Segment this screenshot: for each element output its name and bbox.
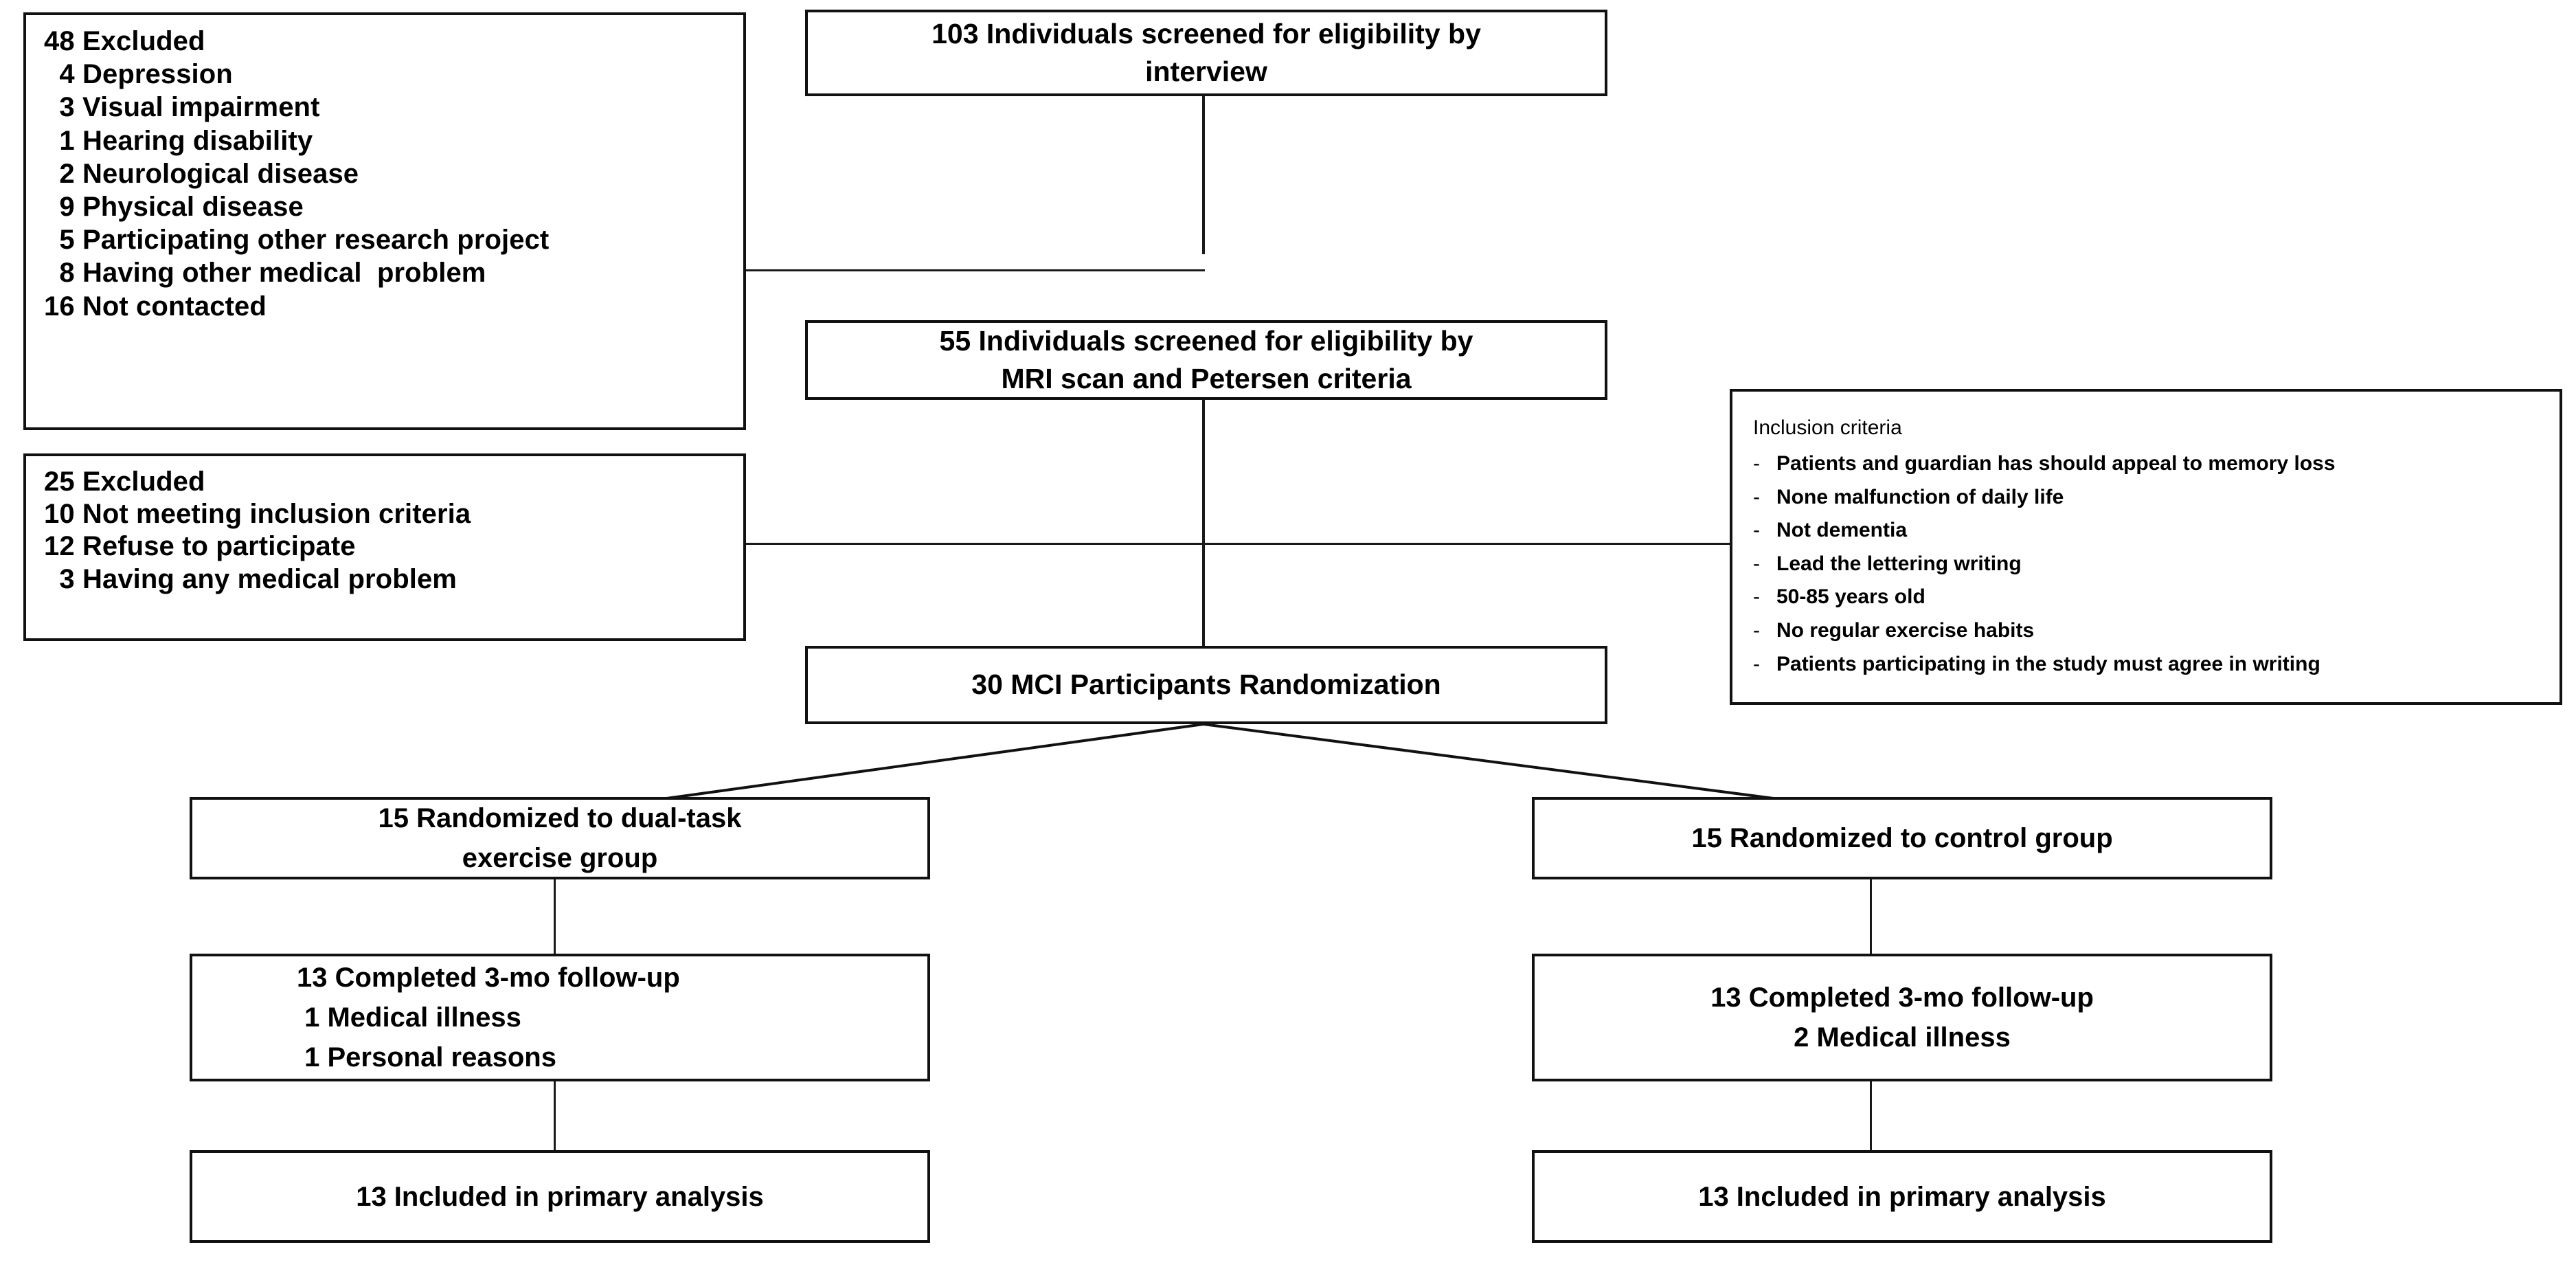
excluded-48-line-0: 48 Excluded xyxy=(44,26,205,56)
screened-mri-box: 55 Individuals screened for eligibility … xyxy=(805,320,1607,400)
connector-right-alloc-to-followup xyxy=(1870,879,1872,954)
randomization-line-0: 30 MCI Participants Randomization xyxy=(971,669,1441,701)
connector-randomization-split xyxy=(192,723,1896,812)
inclusion-criteria-item: - None malfunction of daily life xyxy=(1753,481,2542,515)
left-arm-analysis-box: 13 Included in primary analysis xyxy=(190,1150,930,1243)
inclusion-criteria-item: - Patients participating in the study mu… xyxy=(1753,648,2542,682)
excluded-25-line-2: 12 Refuse to participate xyxy=(44,531,356,562)
excluded-48-line-8: 16 Not contacted xyxy=(44,291,267,322)
excluded-48-line-2: 3 Visual impairment xyxy=(44,92,320,123)
bullet-dash-icon: - xyxy=(1753,652,1760,675)
inclusion-criteria-box: Inclusion criteria - Patients and guardi… xyxy=(1730,389,2562,705)
bullet-dash-icon: - xyxy=(1753,519,1760,542)
randomization-box: 30 MCI Participants Randomization xyxy=(805,646,1607,724)
screened-interview-line-1: interview xyxy=(1145,56,1267,87)
right-arm-analysis-box: 13 Included in primary analysis xyxy=(1532,1150,2272,1243)
right-arm-allocation-box: 15 Randomized to control group xyxy=(1532,797,2272,879)
right-allocation-line-0: 15 Randomized to control group xyxy=(1691,823,2113,853)
connector-left-followup-to-analysis xyxy=(554,1081,556,1150)
inclusion-criteria-item: - No regular exercise habits xyxy=(1753,614,2542,648)
inclusion-criteria-item: - Lead the lettering writing xyxy=(1753,548,2542,581)
inclusion-criteria-item-text: None malfunction of daily life xyxy=(1776,485,2064,508)
excluded-25-line-1: 10 Not meeting inclusion criteria xyxy=(44,499,471,530)
right-arm-followup-box: 13 Completed 3-mo follow-up 2 Medical il… xyxy=(1532,954,2272,1081)
left-arm-followup-box: 13 Completed 3-mo follow-up 1 Medical il… xyxy=(190,954,930,1081)
left-allocation-line-1: exercise group xyxy=(462,843,658,873)
inclusion-criteria-item-text: Patients participating in the study must… xyxy=(1776,652,2320,675)
excluded-25-box: 25 Excluded 10 Not meeting inclusion cri… xyxy=(23,453,746,641)
left-arm-allocation-box: 15 Randomized to dual-task exercise grou… xyxy=(190,797,930,879)
right-followup-line-0: 13 Completed 3-mo follow-up xyxy=(1710,983,2094,1013)
connector-left-alloc-to-followup xyxy=(554,879,556,954)
left-analysis-line-0: 13 Included in primary analysis xyxy=(356,1181,764,1212)
screened-mri-line-1: MRI scan and Petersen criteria xyxy=(1001,363,1412,394)
right-analysis-line-0: 13 Included in primary analysis xyxy=(1698,1181,2106,1212)
excluded-48-line-6: 5 Participating other research project xyxy=(44,225,550,256)
connector-trunk-interview-to-mri xyxy=(1202,95,1205,254)
excluded-48-box: 48 Excluded 4 Depression 3 Visual impair… xyxy=(23,12,746,430)
excluded-25-line-3: 3 Having any medical problem xyxy=(44,563,457,594)
connector-excluded25-to-inclusion xyxy=(743,543,1732,545)
left-allocation-line-0: 15 Randomized to dual-task xyxy=(378,803,742,833)
inclusion-criteria-item: - 50-85 years old xyxy=(1753,581,2542,614)
inclusion-criteria-item-text: Patients and guardian has should appeal … xyxy=(1776,452,2336,475)
inclusion-criteria-item: - Not dementia xyxy=(1753,514,2542,548)
connector-trunk-mri-to-randomization xyxy=(1202,398,1205,649)
inclusion-criteria-item-text: 50-85 years old xyxy=(1776,585,1925,609)
excluded-48-line-4: 2 Neurological disease xyxy=(44,158,359,189)
screened-interview-box: 103 Individuals screened for eligibility… xyxy=(805,10,1607,96)
excluded-48-line-1: 4 Depression xyxy=(44,59,233,90)
left-followup-line-1: 1 Medical illness xyxy=(297,1002,521,1033)
bullet-dash-icon: - xyxy=(1753,618,1760,642)
bullet-dash-icon: - xyxy=(1753,452,1760,475)
connector-excluded48-to-trunk xyxy=(743,269,1205,271)
inclusion-criteria-item-text: Not dementia xyxy=(1776,519,1908,542)
inclusion-criteria-item-text: No regular exercise habits xyxy=(1776,618,2035,642)
inclusion-criteria-title: Inclusion criteria xyxy=(1753,416,1902,439)
screened-mri-line-0: 55 Individuals screened for eligibility … xyxy=(939,324,1473,357)
right-followup-line-1: 2 Medical illness xyxy=(1794,1022,2011,1053)
bullet-dash-icon: - xyxy=(1753,585,1760,609)
excluded-25-line-0: 25 Excluded xyxy=(44,467,205,497)
bullet-dash-icon: - xyxy=(1753,485,1760,508)
excluded-48-line-3: 1 Hearing disability xyxy=(44,125,313,156)
screened-interview-line-0: 103 Individuals screened for eligibility… xyxy=(931,17,1481,49)
left-followup-line-0: 13 Completed 3-mo follow-up xyxy=(297,963,680,993)
inclusion-criteria-item: - Patients and guardian has should appea… xyxy=(1753,447,2542,481)
inclusion-criteria-item-text: Lead the lettering writing xyxy=(1776,552,2022,575)
connector-right-followup-to-analysis xyxy=(1870,1081,1872,1150)
bullet-dash-icon: - xyxy=(1753,552,1760,575)
left-followup-line-2: 1 Personal reasons xyxy=(297,1042,556,1073)
excluded-48-line-5: 9 Physical disease xyxy=(44,191,304,222)
excluded-48-line-7: 8 Having other medical problem xyxy=(44,258,486,289)
